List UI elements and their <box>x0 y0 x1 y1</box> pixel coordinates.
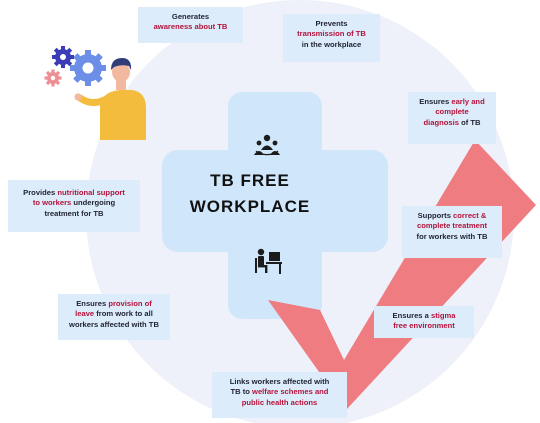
box-highlight: welfare schemes and <box>252 387 329 397</box>
title-line-1: TB FREE <box>210 171 290 190</box>
gears-icon <box>44 46 106 87</box>
box-line: treatment for TB <box>44 208 104 218</box>
title-line-2: WORKPLACE <box>189 197 311 217</box>
box-nutrition: Provides nutritional support to workers … <box>8 180 140 232</box>
box-line: Links workers affected with <box>229 377 330 386</box>
box-highlight: provision of <box>108 299 152 308</box>
box-line: Provides nutritional support <box>14 188 134 198</box>
box-awareness: Generates awareness about TB <box>138 7 243 43</box>
box-highlight: stigma <box>430 311 456 320</box>
box-line: Ensures a stigma <box>380 311 468 321</box>
box-highlight: nutritional support <box>57 188 125 197</box>
box-highlight: complete <box>435 107 469 117</box>
box-line: workers affected with TB <box>69 319 159 329</box>
box-text: Ensures <box>76 299 109 308</box>
box-highlight: to workers <box>32 198 72 208</box>
box-text: Ensures <box>419 97 452 106</box>
box-stigma: Ensures a stigma free environment <box>374 306 474 338</box>
box-highlight: leave <box>75 309 95 319</box>
box-highlight: transmission of TB <box>297 29 366 39</box>
box-highlight: public health actions <box>241 397 318 407</box>
box-line: Prevents <box>315 19 348 28</box>
box-text: undergoing <box>71 198 116 208</box>
box-welfare: Links workers affected with TB to welfar… <box>212 372 347 418</box>
box-highlight: correct & <box>453 211 487 220</box>
person-thinking-icon <box>74 58 146 140</box>
box-highlight: early and <box>451 97 485 106</box>
box-leave: Ensures provision of leave from work to … <box>58 294 170 340</box>
box-diagnosis: Ensures early and complete diagnosis of … <box>408 92 496 144</box>
box-highlight: awareness about TB <box>153 22 228 32</box>
box-line: leave from work to all <box>64 309 164 319</box>
box-treatment: Supports correct & complete treatment fo… <box>402 206 502 258</box>
box-text: Ensures a <box>392 311 431 320</box>
box-transmission: Prevents transmission of TB in the workp… <box>283 14 380 62</box>
box-text: Provides <box>23 188 58 197</box>
box-line: to workers undergoing <box>14 198 134 208</box>
box-line: in the workplace <box>301 39 362 49</box>
box-highlight: complete treatment <box>416 221 488 231</box>
box-line: Generates <box>171 12 210 21</box>
box-line: Supports correct & <box>408 211 496 221</box>
box-text: TB to <box>230 387 253 397</box>
box-text: Supports <box>417 211 454 220</box>
box-line: for workers with TB <box>416 231 488 241</box>
box-highlight: diagnosis <box>423 117 459 127</box>
box-text: from work to all <box>94 309 153 319</box>
box-line: TB to welfare schemes and <box>218 387 341 397</box>
box-highlight: free environment <box>393 321 455 331</box>
box-line: diagnosis of TB <box>414 118 490 128</box>
person-at-desk-icon <box>255 248 282 274</box>
team-icon <box>254 134 280 156</box>
box-line: Ensures provision of <box>64 299 164 309</box>
box-line: Ensures early and <box>414 97 490 107</box>
diagram-title: TB FREE WORKPLACE <box>170 168 330 221</box>
box-text: of TB <box>458 117 481 127</box>
medical-cross <box>162 92 388 319</box>
